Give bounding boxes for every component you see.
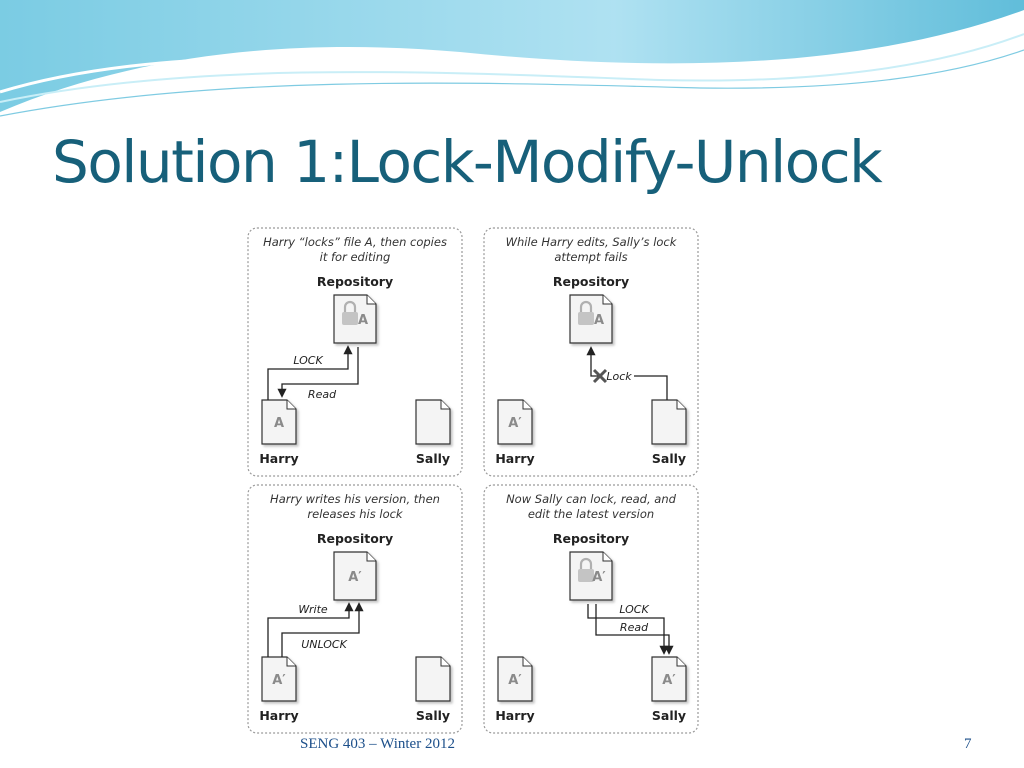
write-arrow bbox=[267, 602, 354, 657]
document-label: A′ bbox=[662, 673, 676, 688]
document-label: A bbox=[358, 313, 368, 328]
repository-label: Repository bbox=[553, 274, 629, 289]
harry-document-icon: A′ bbox=[261, 656, 297, 702]
document-page bbox=[497, 399, 533, 445]
document-page bbox=[333, 551, 377, 601]
document-corner-fold bbox=[286, 657, 296, 667]
document-label: A′ bbox=[508, 416, 522, 431]
repository-document-icon: A′ bbox=[569, 551, 613, 601]
document-corner-fold bbox=[366, 295, 376, 305]
harry-label: Harry bbox=[495, 451, 534, 466]
arrow-label: LOCK bbox=[293, 354, 323, 367]
document-label: A bbox=[594, 313, 604, 328]
unlock-arrow bbox=[281, 602, 364, 657]
panel-caption: edit the latest version bbox=[528, 507, 654, 521]
sally-document-icon bbox=[415, 399, 451, 445]
x-stroke bbox=[592, 368, 608, 384]
sally-label: Sally bbox=[416, 708, 450, 723]
panel-caption: it for editing bbox=[320, 250, 391, 264]
arrow-label: Write bbox=[298, 603, 328, 616]
padlock-body bbox=[578, 312, 594, 325]
panel-caption: releases his lock bbox=[307, 507, 404, 521]
document-label: A′ bbox=[592, 570, 606, 585]
panel-caption: Harry writes his version, then bbox=[270, 492, 440, 506]
document-label: A′ bbox=[348, 570, 362, 585]
harry-document-icon: A′ bbox=[497, 656, 533, 702]
repository-document-icon: A bbox=[569, 294, 613, 344]
document-page bbox=[497, 656, 533, 702]
padlock-shackle bbox=[343, 300, 357, 312]
harry-label: Harry bbox=[495, 708, 534, 723]
lock-attempt-line bbox=[634, 375, 668, 400]
document-corner-fold bbox=[522, 657, 532, 667]
read-arrow bbox=[277, 347, 359, 398]
document-page bbox=[261, 399, 297, 445]
sally-document-icon bbox=[415, 656, 451, 702]
document-corner-fold bbox=[676, 657, 686, 667]
harry-document-icon: A bbox=[261, 399, 297, 445]
document-corner-fold bbox=[366, 552, 376, 562]
arrow-label: Lock bbox=[606, 370, 632, 383]
document-page bbox=[415, 656, 451, 702]
document-corner-fold bbox=[676, 400, 686, 410]
panel-caption: attempt fails bbox=[554, 250, 627, 264]
harry-label: Harry bbox=[259, 451, 298, 466]
repository-label: Repository bbox=[317, 274, 393, 289]
document-label: A′ bbox=[272, 673, 286, 688]
panel-border bbox=[247, 227, 463, 477]
padlock-icon bbox=[578, 300, 594, 325]
panel-caption: While Harry edits, Sally’s lock bbox=[506, 235, 678, 249]
lock-arrow bbox=[267, 345, 353, 400]
page-number: 7 bbox=[964, 736, 972, 752]
failed-lock-x-icon bbox=[592, 368, 608, 384]
padlock-body bbox=[342, 312, 358, 325]
repository-label: Repository bbox=[553, 531, 629, 546]
document-corner-fold bbox=[522, 400, 532, 410]
harry-label: Harry bbox=[259, 708, 298, 723]
padlock-icon bbox=[342, 300, 358, 325]
document-page bbox=[651, 399, 687, 445]
sally-label: Sally bbox=[652, 708, 686, 723]
panel-border bbox=[483, 484, 699, 734]
harry-document-icon: A′ bbox=[497, 399, 533, 445]
document-corner-fold bbox=[286, 400, 296, 410]
padlock-icon bbox=[578, 557, 594, 582]
arrow-label: UNLOCK bbox=[301, 638, 347, 651]
sally-document-icon: A′ bbox=[651, 656, 687, 702]
arrow-label: LOCK bbox=[619, 603, 649, 616]
document-corner-fold bbox=[602, 295, 612, 305]
document-page bbox=[415, 399, 451, 445]
panel-caption: Harry “locks” file A, then copies bbox=[263, 235, 447, 249]
padlock-shackle bbox=[579, 557, 593, 569]
slide-title: Solution 1:Lock-Modify-Unlock bbox=[52, 128, 883, 196]
document-corner-fold bbox=[440, 657, 450, 667]
document-corner-fold bbox=[602, 552, 612, 562]
document-corner-fold bbox=[440, 400, 450, 410]
footer-text: SENG 403 – Winter 2012 bbox=[300, 736, 455, 752]
sally-label: Sally bbox=[652, 451, 686, 466]
arrow-label: Read bbox=[308, 388, 337, 401]
document-label: A′ bbox=[508, 673, 522, 688]
repository-document-icon: A′ bbox=[333, 551, 377, 601]
sally-document-icon bbox=[651, 399, 687, 445]
panel-caption: Now Sally can lock, read, and bbox=[506, 492, 677, 506]
sally-label: Sally bbox=[416, 451, 450, 466]
repository-document-icon: A bbox=[333, 294, 377, 344]
padlock-body bbox=[578, 569, 594, 582]
document-label: A bbox=[274, 416, 284, 431]
header-wave-decoration bbox=[0, 0, 1024, 117]
document-page bbox=[651, 656, 687, 702]
repository-label: Repository bbox=[317, 531, 393, 546]
read-arrow bbox=[595, 604, 674, 655]
arrow-label: Read bbox=[620, 621, 649, 634]
padlock-shackle bbox=[579, 300, 593, 312]
document-page bbox=[261, 656, 297, 702]
